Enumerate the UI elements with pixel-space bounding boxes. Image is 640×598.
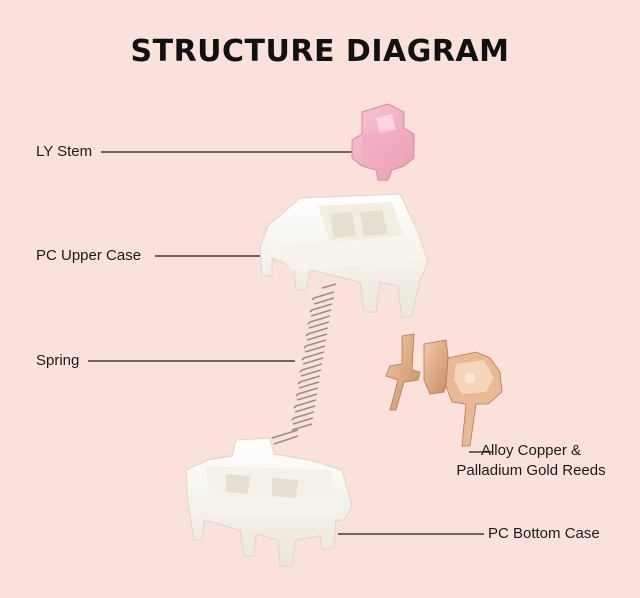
label-pc-upper-case: PC Upper Case xyxy=(36,247,142,264)
spring-illustration xyxy=(271,283,337,445)
label-reeds: Alloy Copper & Palladium Gold Reeds xyxy=(446,442,616,479)
reeds-illustration xyxy=(385,333,503,447)
label-pc-bottom-case: PC Bottom Case xyxy=(488,525,600,542)
bottom-case-illustration xyxy=(185,437,353,567)
page-title: STRUCTURE DIAGRAM xyxy=(130,34,510,69)
label-ly-stem: LY Stem xyxy=(36,143,93,160)
upper-case-illustration xyxy=(259,193,429,319)
label-reeds-line2: Palladium Gold Reeds xyxy=(456,462,606,479)
label-reeds-line1: Alloy Copper & xyxy=(480,442,582,459)
label-spring: Spring xyxy=(36,352,80,369)
leader-lines xyxy=(88,151,493,535)
stem-illustration xyxy=(351,103,415,181)
